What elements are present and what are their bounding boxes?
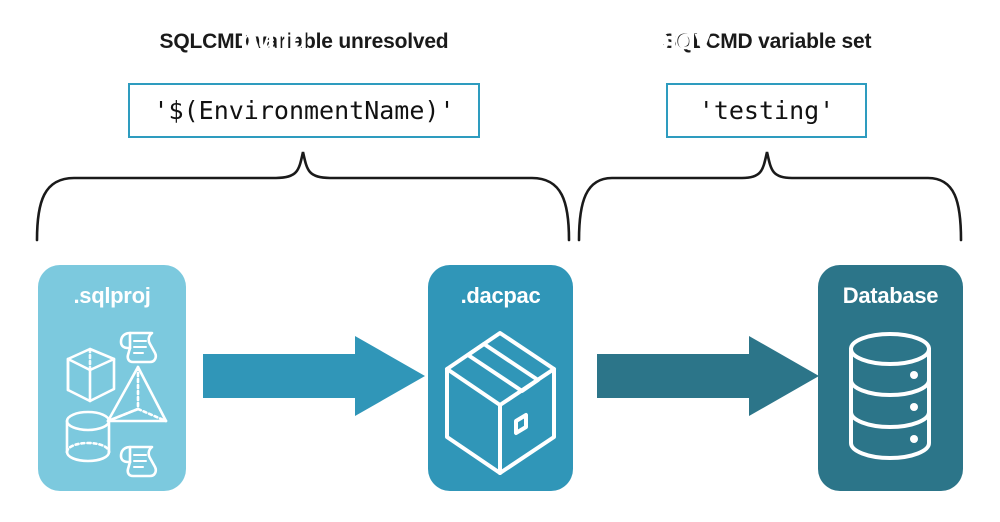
stage-box-dacpac: .dacpac: [428, 265, 573, 491]
stage-label-dacpac: .dacpac: [460, 283, 541, 308]
database-icon-group: [849, 332, 931, 460]
brace-right-icon: [577, 151, 963, 242]
value-box-environment-name: '$(EnvironmentName)': [128, 83, 480, 138]
database-cylinder-icon: [849, 332, 931, 460]
stage-label-sqlproj: .sqlproj: [73, 283, 151, 308]
value-box-testing: 'testing': [666, 83, 867, 138]
package-box-icon: [445, 331, 556, 475]
sqlproj-icon-group: [65, 331, 168, 478]
scroll-icon: [119, 445, 158, 478]
heading-sqlcmd-variable-unresolved: SQLCMD variable unresolved: [159, 30, 449, 53]
arrow-build: [203, 336, 425, 416]
brace-left-icon: [35, 151, 571, 242]
heading-sqlcmd-variable-set: SQLCMD variable set: [662, 30, 872, 53]
arrow-deploy: [597, 336, 819, 416]
stage-label-database: Database: [842, 283, 939, 308]
stage-box-database: Database: [818, 265, 963, 491]
arrow-build-shape: [203, 336, 425, 416]
pyramid-icon: [106, 365, 168, 423]
cube-icon: [66, 347, 116, 403]
stage-box-sqlproj: .sqlproj: [38, 265, 186, 491]
dacpac-icon-group: [445, 331, 556, 475]
scroll-icon: [119, 331, 158, 364]
arrow-deploy-shape: [597, 336, 819, 416]
database-status-dots: [910, 371, 918, 443]
cylinder-icon: [65, 410, 111, 463]
brace-group: [35, 151, 963, 242]
